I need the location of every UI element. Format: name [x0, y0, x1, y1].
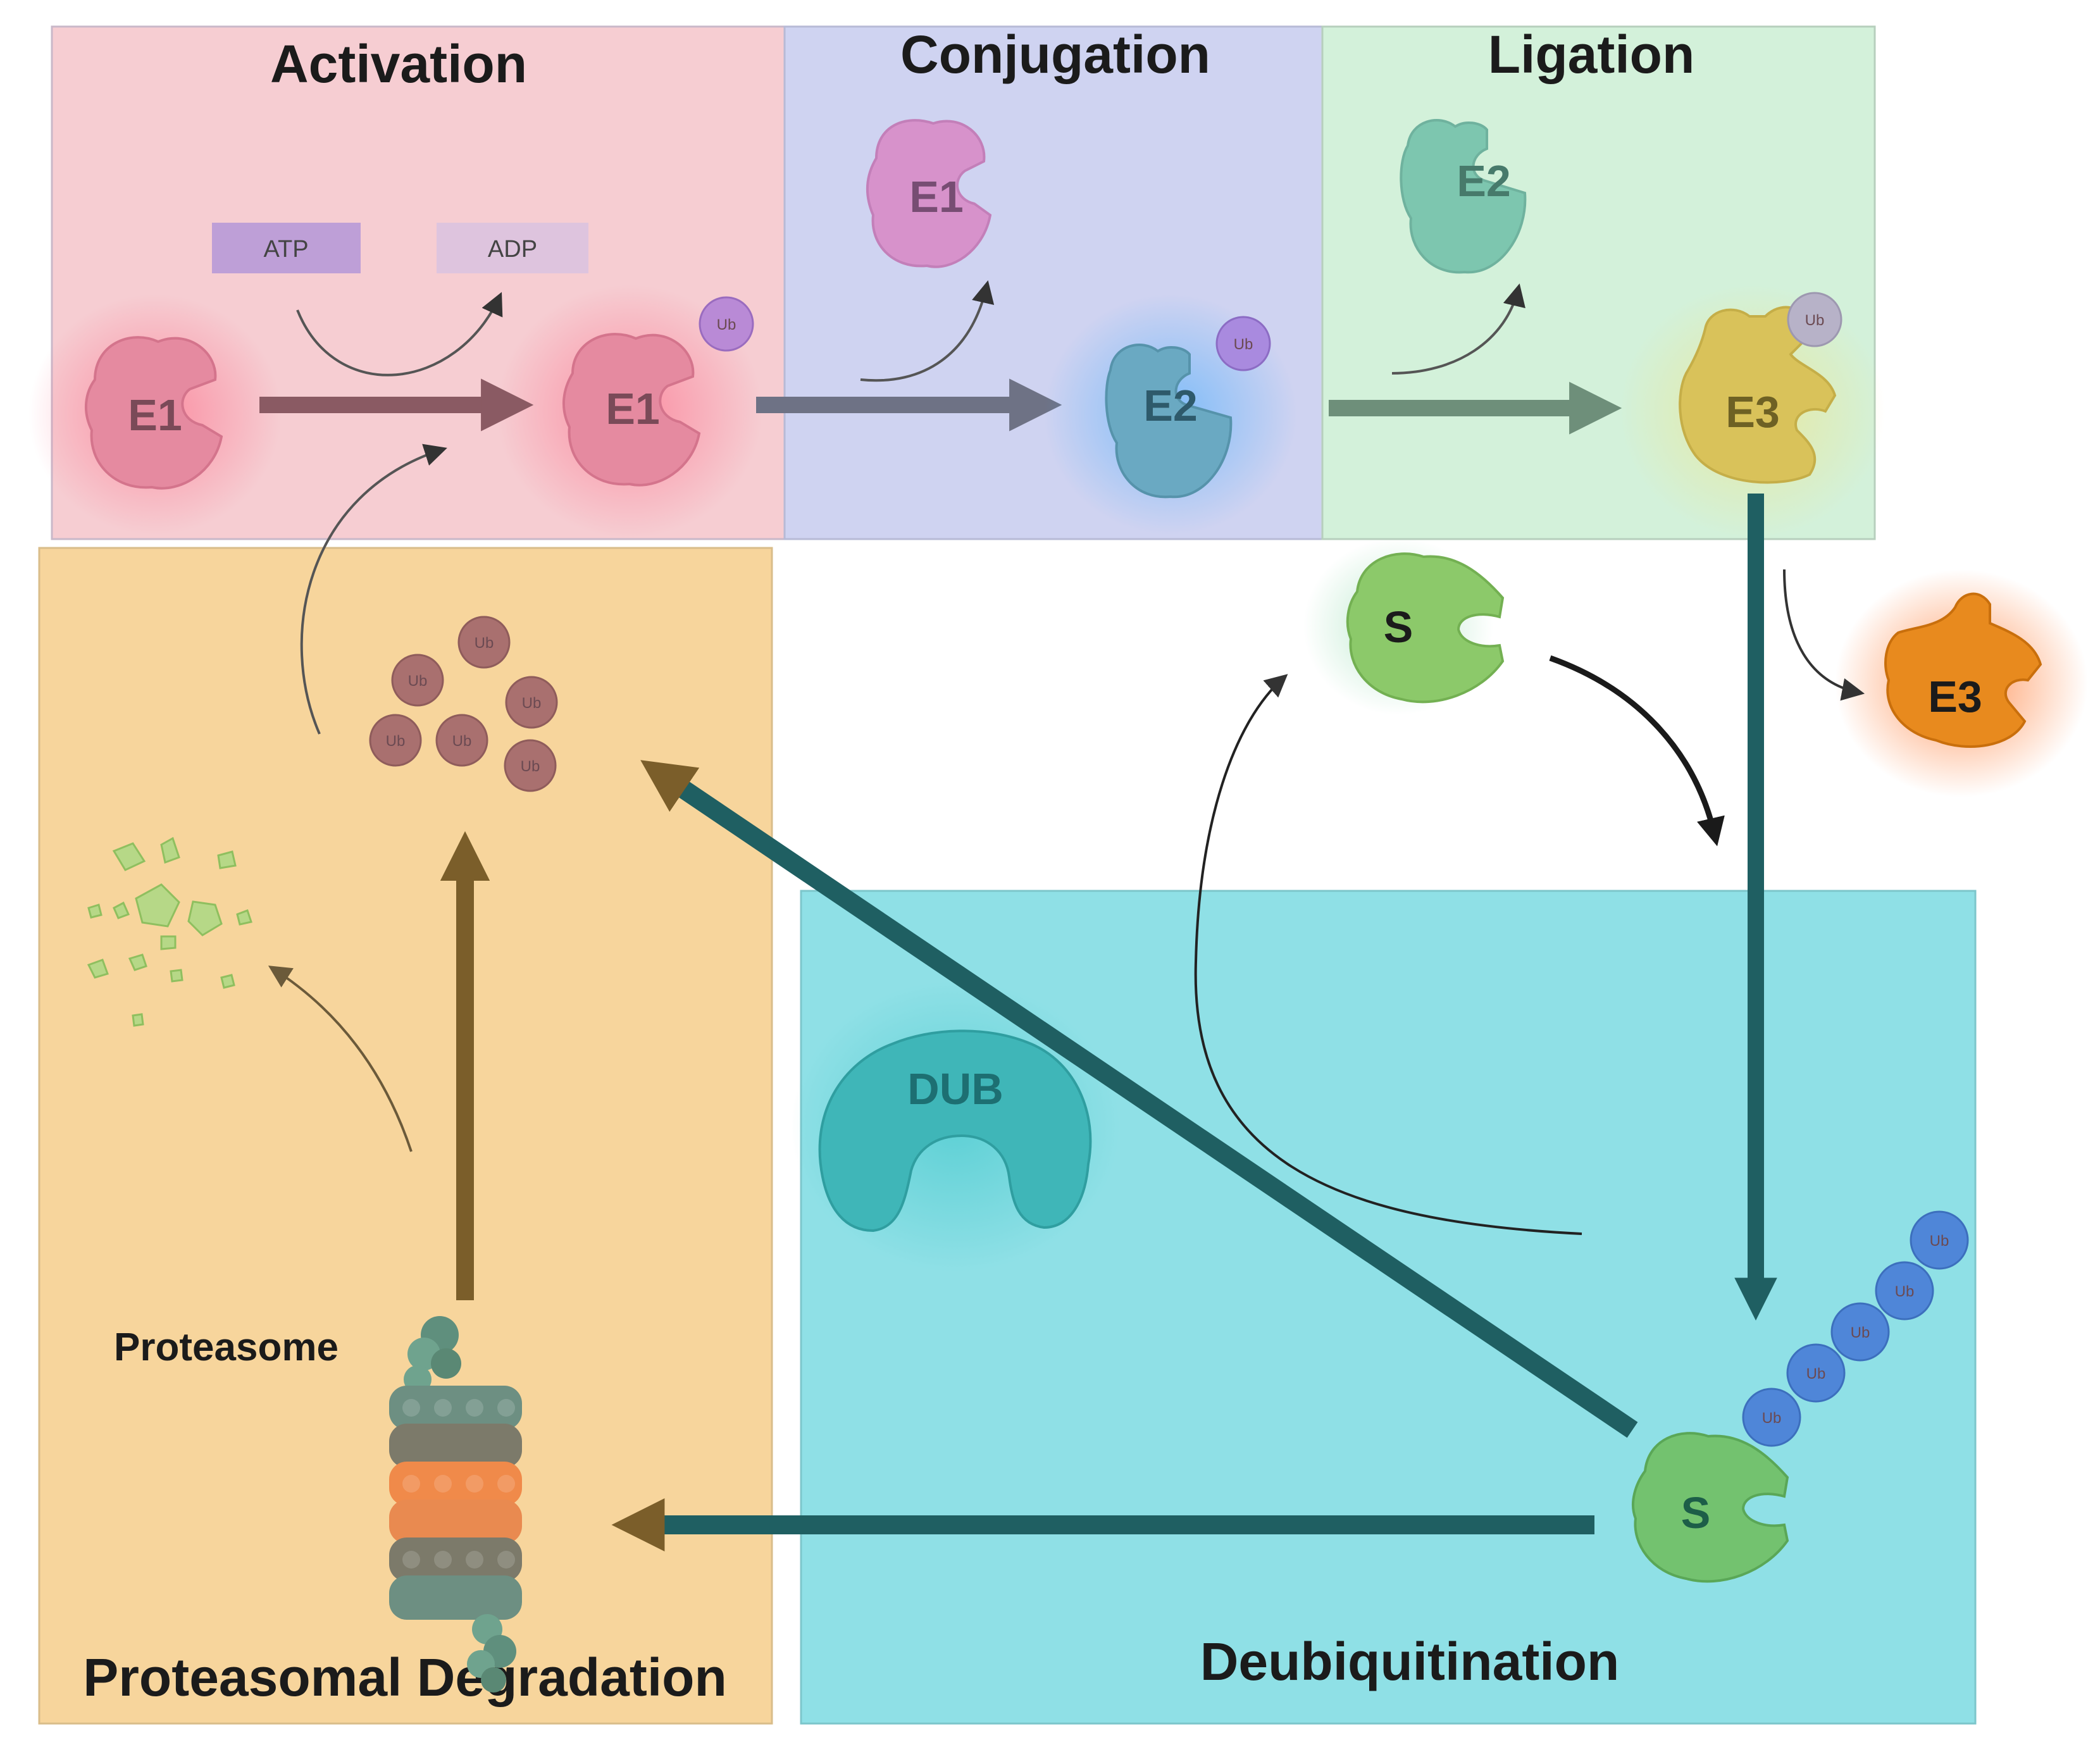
svg-text:Ub: Ub — [475, 635, 494, 652]
dub-return-arrow — [1194, 674, 1582, 1235]
e3-enzyme-ub: E3 Ub — [1679, 292, 1842, 484]
svg-text:Ub: Ub — [1805, 312, 1825, 329]
dub-enzyme: DUB — [818, 1029, 1092, 1233]
e3-released-label: E3 — [1928, 672, 1982, 721]
activation-title: Activation — [270, 34, 527, 94]
atp-label: ATP — [263, 236, 308, 263]
e1-enzyme-released: E1 — [866, 119, 992, 268]
e3-ub-label: E3 — [1725, 387, 1780, 437]
peptide-fragments — [87, 836, 252, 1027]
substrate-ub: S — [1631, 1432, 1789, 1583]
substrate-to-e3-arrow — [1549, 655, 1725, 847]
svg-text:Ub: Ub — [717, 316, 736, 333]
ub-on-e1 — [699, 296, 754, 352]
dub-label: DUB — [907, 1064, 1003, 1114]
proteasome — [389, 1316, 522, 1693]
ub-chain-4 — [1875, 1261, 1934, 1320]
substrate-free: S — [1346, 552, 1505, 704]
ub-on-e3 — [1787, 292, 1842, 347]
ub-chain-5 — [1910, 1210, 1969, 1270]
e3-release-arrow — [1783, 569, 1865, 701]
e1-ub-label: E1 — [606, 384, 660, 433]
atp-to-adp-arrow — [296, 292, 503, 376]
ub-chain-1 — [1742, 1388, 1801, 1447]
e1-enzyme-start: E1 — [84, 336, 223, 490]
svg-text:Ub: Ub — [521, 758, 540, 775]
svg-text:Ub: Ub — [1806, 1365, 1826, 1382]
svg-text:Ub: Ub — [408, 673, 428, 690]
free-ub-cluster: Ub Ub Ub Ub Ub Ub — [369, 616, 558, 792]
conjugation-title: Conjugation — [900, 25, 1210, 84]
svg-text:Ub: Ub — [452, 733, 472, 750]
ub-chain-2 — [1786, 1343, 1846, 1403]
ub-chain-3 — [1830, 1302, 1890, 1362]
svg-text:Ub: Ub — [1762, 1410, 1782, 1427]
svg-text:Ub: Ub — [522, 695, 542, 712]
recycle-to-e1-arrow — [300, 444, 447, 735]
e1-enzyme-ub: E1 Ub — [562, 296, 754, 487]
e1-released-label: E1 — [909, 172, 964, 221]
svg-text:Ub: Ub — [1895, 1283, 1915, 1300]
adp-label: ADP — [488, 236, 537, 263]
e2-enzyme-ub: E2 Ub — [1105, 316, 1271, 499]
e1-start-label: E1 — [128, 390, 182, 440]
e2-release-arrow — [1391, 283, 1525, 375]
atp-box: ATP — [212, 223, 361, 273]
e2-ub-label: E2 — [1143, 381, 1198, 430]
substrate-to-free-ub-arrow — [640, 760, 1638, 1438]
ub-on-e2 — [1215, 316, 1271, 371]
e2-released-label: E2 — [1457, 156, 1511, 206]
deubiquitination-title: Deubiquitination — [1200, 1632, 1620, 1691]
e3-enzyme-released: E3 — [1884, 592, 2042, 748]
substrate-ub-chain: Ub Ub Ub Ub Ub — [1742, 1210, 1969, 1447]
svg-text:Ub: Ub — [1234, 336, 1253, 353]
svg-text:Ub: Ub — [1851, 1324, 1870, 1341]
ligation-title: Ligation — [1488, 25, 1695, 84]
substrate-ub-label: S — [1681, 1488, 1711, 1538]
proteasome-to-fragments-arrow — [268, 966, 413, 1152]
e2-enzyme-released: E2 — [1400, 119, 1527, 274]
e1-release-arrow — [860, 280, 995, 382]
degradation-title: Proteasomal Degradation — [83, 1648, 727, 1707]
proteasome-label: Proteasome — [114, 1326, 339, 1369]
adp-box: ADP — [437, 223, 588, 273]
svg-text:Ub: Ub — [386, 733, 406, 750]
svg-text:Ub: Ub — [1930, 1233, 1949, 1250]
substrate-free-label: S — [1384, 602, 1413, 652]
